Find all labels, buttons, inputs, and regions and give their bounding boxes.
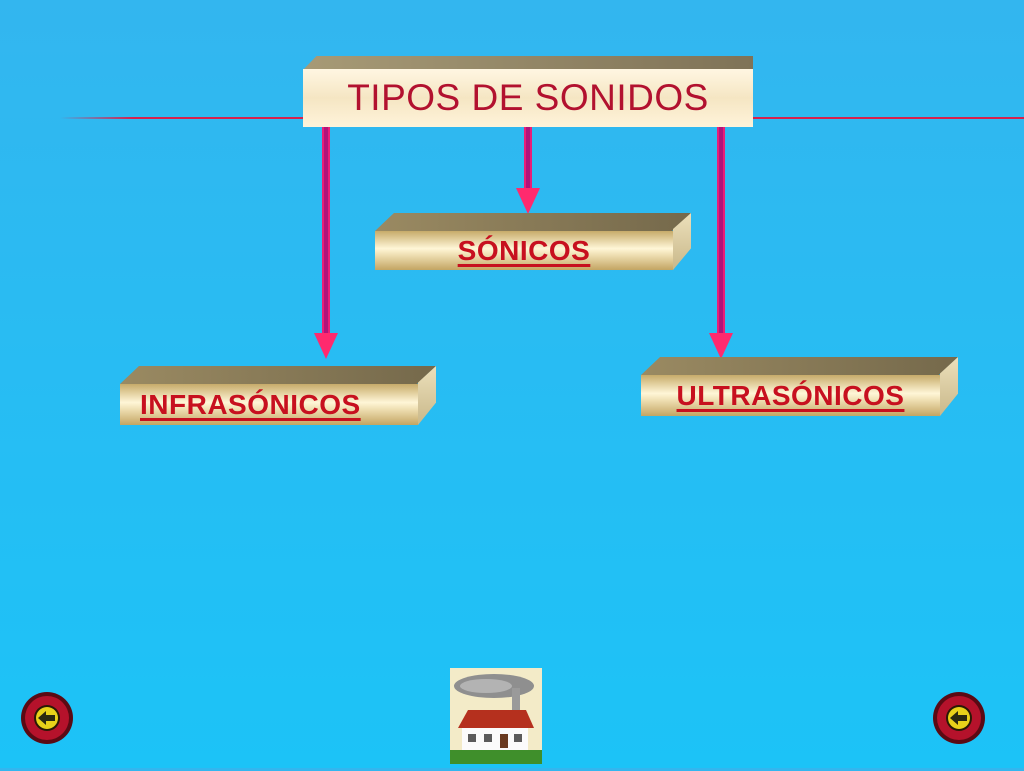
node-sonicos: SÓNICOS xyxy=(375,213,691,270)
node-infrasonicos-front: INFRASÓNICOS xyxy=(120,384,418,425)
title-box-front: TIPOS DE SONIDOS xyxy=(303,69,753,127)
home-button[interactable] xyxy=(446,666,546,766)
nav-next-button[interactable] xyxy=(932,691,986,745)
node-sonicos-front: SÓNICOS xyxy=(375,231,673,270)
left-arrow-circle-icon xyxy=(933,692,985,744)
left-arrow-circle-icon xyxy=(21,692,73,744)
node-ultrasonicos-label: ULTRASÓNICOS xyxy=(676,379,905,411)
node-ultrasonicos: ULTRASÓNICOS xyxy=(641,357,958,416)
title-connector-line-left xyxy=(60,117,305,119)
node-ultrasonicos-top xyxy=(641,357,958,375)
node-infrasonicos-label: INFRASÓNICOS xyxy=(140,388,361,420)
node-infrasonicos: INFRASÓNICOS xyxy=(120,366,436,425)
node-infrasonicos-top xyxy=(120,366,436,384)
house-icon xyxy=(450,668,542,764)
arrow-to-infrasonicos xyxy=(314,125,338,359)
title-box-top xyxy=(303,56,753,70)
nav-previous-button[interactable] xyxy=(20,691,74,745)
arrow-to-ultrasonicos xyxy=(709,125,733,359)
node-sonicos-top xyxy=(375,213,691,231)
arrow-to-sonicos xyxy=(516,125,540,214)
node-ultrasonicos-front: ULTRASÓNICOS xyxy=(641,375,940,416)
node-sonicos-label: SÓNICOS xyxy=(457,234,591,266)
diagram-title: TIPOS DE SONIDOS xyxy=(347,77,709,118)
title-connector-line-right xyxy=(752,117,1024,119)
title-box: TIPOS DE SONIDOS xyxy=(303,56,753,127)
